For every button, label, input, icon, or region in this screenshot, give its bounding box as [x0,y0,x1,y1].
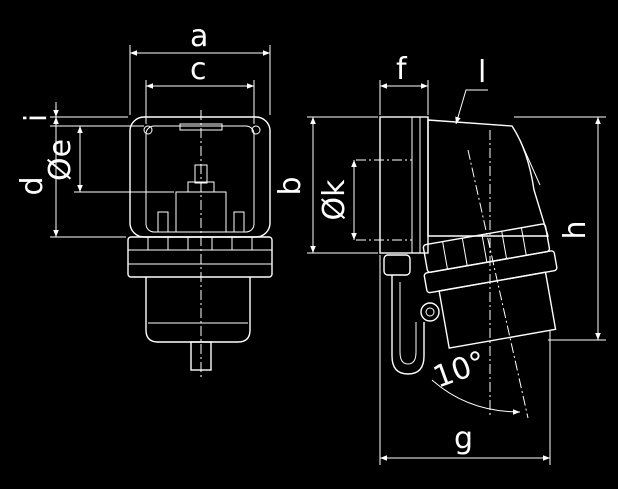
front-housing [129,116,271,238]
label-b: b [273,176,308,195]
label-f: f [396,52,408,87]
label-i: i [19,114,54,122]
label-c: c [190,52,207,87]
label-e: Øe [43,139,78,181]
front-lower-body [145,277,251,343]
side-lower-body [438,271,557,349]
label-d: d [15,176,50,195]
side-hinge [420,302,440,322]
side-wall-plate [379,116,429,254]
label-h: h [558,220,593,239]
front-view [127,110,273,378]
label-a: a [190,19,208,54]
side-view [379,116,558,375]
label-g: g [454,421,473,456]
side-body [427,119,549,237]
front-dimensions [50,45,271,238]
label-angle: 10° [429,344,491,395]
side-flap [391,275,425,375]
front-nut [127,236,273,278]
side-dimensions [307,80,606,465]
label-l: l [478,55,486,90]
label-k: Øk [317,179,352,221]
